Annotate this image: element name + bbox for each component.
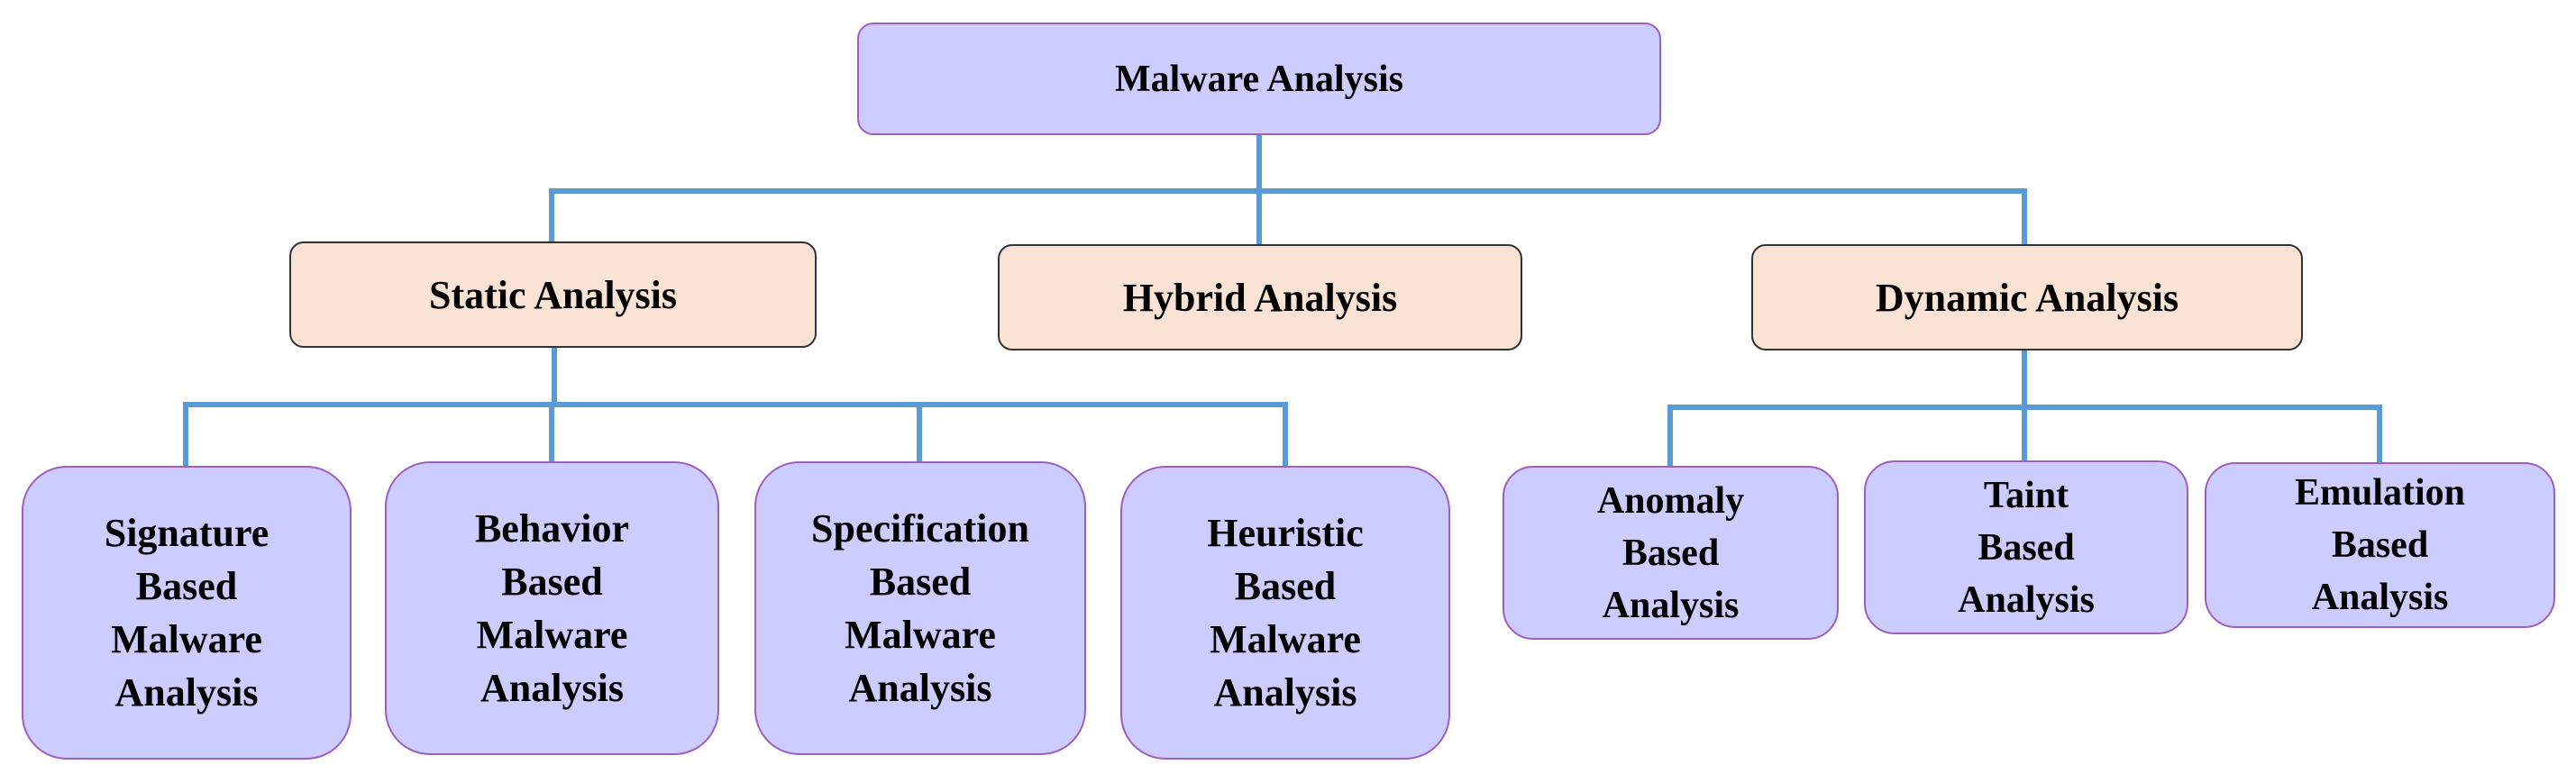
node-signature-based-malware-analysis: Signature Based Malware Analysis (22, 466, 352, 760)
node-anomaly-based-analysis: Anomaly Based Analysis (1503, 466, 1839, 640)
node-hybrid-analysis: Hybrid Analysis (998, 244, 1522, 351)
node-label: Behavior Based Malware Analysis (474, 506, 630, 710)
node-label: Emulation Based Analysis (2294, 472, 2466, 618)
node-static-analysis: Static Analysis (289, 241, 817, 348)
node-emulation-based-analysis: Emulation Based Analysis (2205, 462, 2555, 628)
node-label: Heuristic Based Malware Analysis (1207, 511, 1364, 715)
node-malware-analysis: Malware Analysis (857, 23, 1661, 135)
node-label: Signature Based Malware Analysis (104, 511, 269, 715)
node-label: Anomaly Based Analysis (1596, 479, 1745, 626)
node-label: Specification Based Malware Analysis (811, 506, 1029, 710)
node-label: Malware Analysis (1114, 58, 1404, 100)
node-label: Static Analysis (428, 272, 678, 317)
node-taint-based-analysis: Taint Based Analysis (1864, 460, 2188, 634)
node-heuristic-based-malware-analysis: Heuristic Based Malware Analysis (1120, 466, 1450, 760)
node-specification-based-malware-analysis: Specification Based Malware Analysis (754, 461, 1086, 755)
node-label: Hybrid Analysis (1122, 275, 1398, 320)
node-label: Dynamic Analysis (1875, 275, 2179, 320)
node-dynamic-analysis: Dynamic Analysis (1751, 244, 2303, 351)
node-label: Taint Based Analysis (1958, 474, 2095, 621)
node-behavior-based-malware-analysis: Behavior Based Malware Analysis (385, 461, 719, 755)
